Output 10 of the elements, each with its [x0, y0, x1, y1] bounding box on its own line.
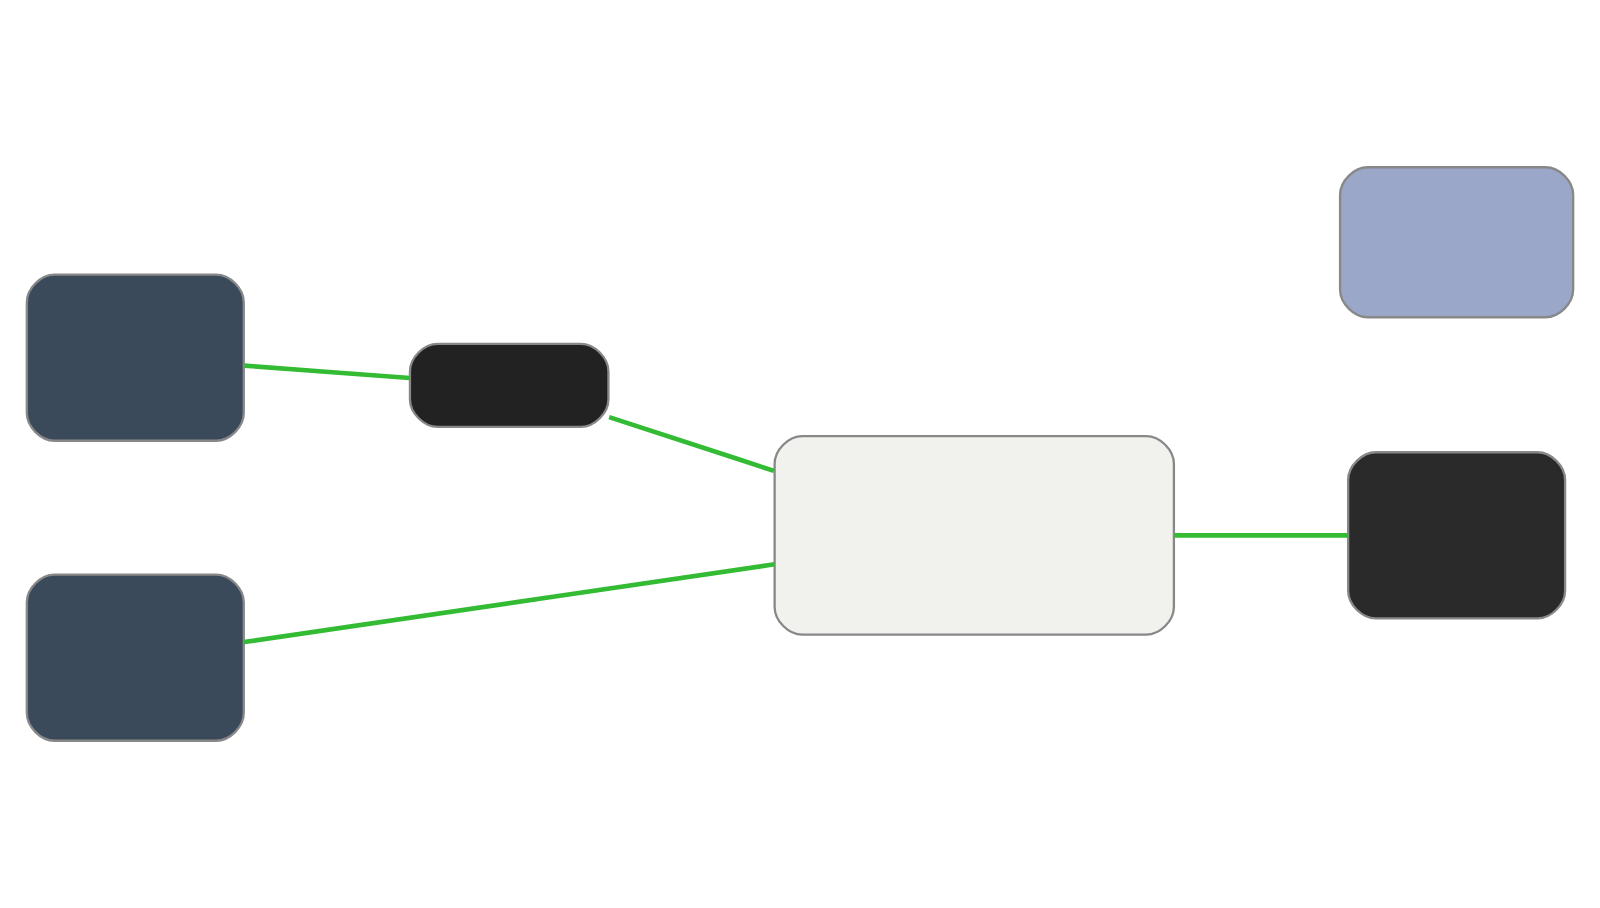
connector — [1174, 533, 1349, 538]
node-box — [408, 342, 610, 429]
node-box — [1338, 166, 1575, 319]
node-box — [773, 434, 1176, 636]
node-box — [1347, 451, 1567, 620]
connector — [244, 363, 410, 381]
node-box — [25, 273, 245, 442]
connector — [608, 414, 775, 474]
connector — [243, 562, 775, 645]
node-box — [25, 573, 245, 742]
